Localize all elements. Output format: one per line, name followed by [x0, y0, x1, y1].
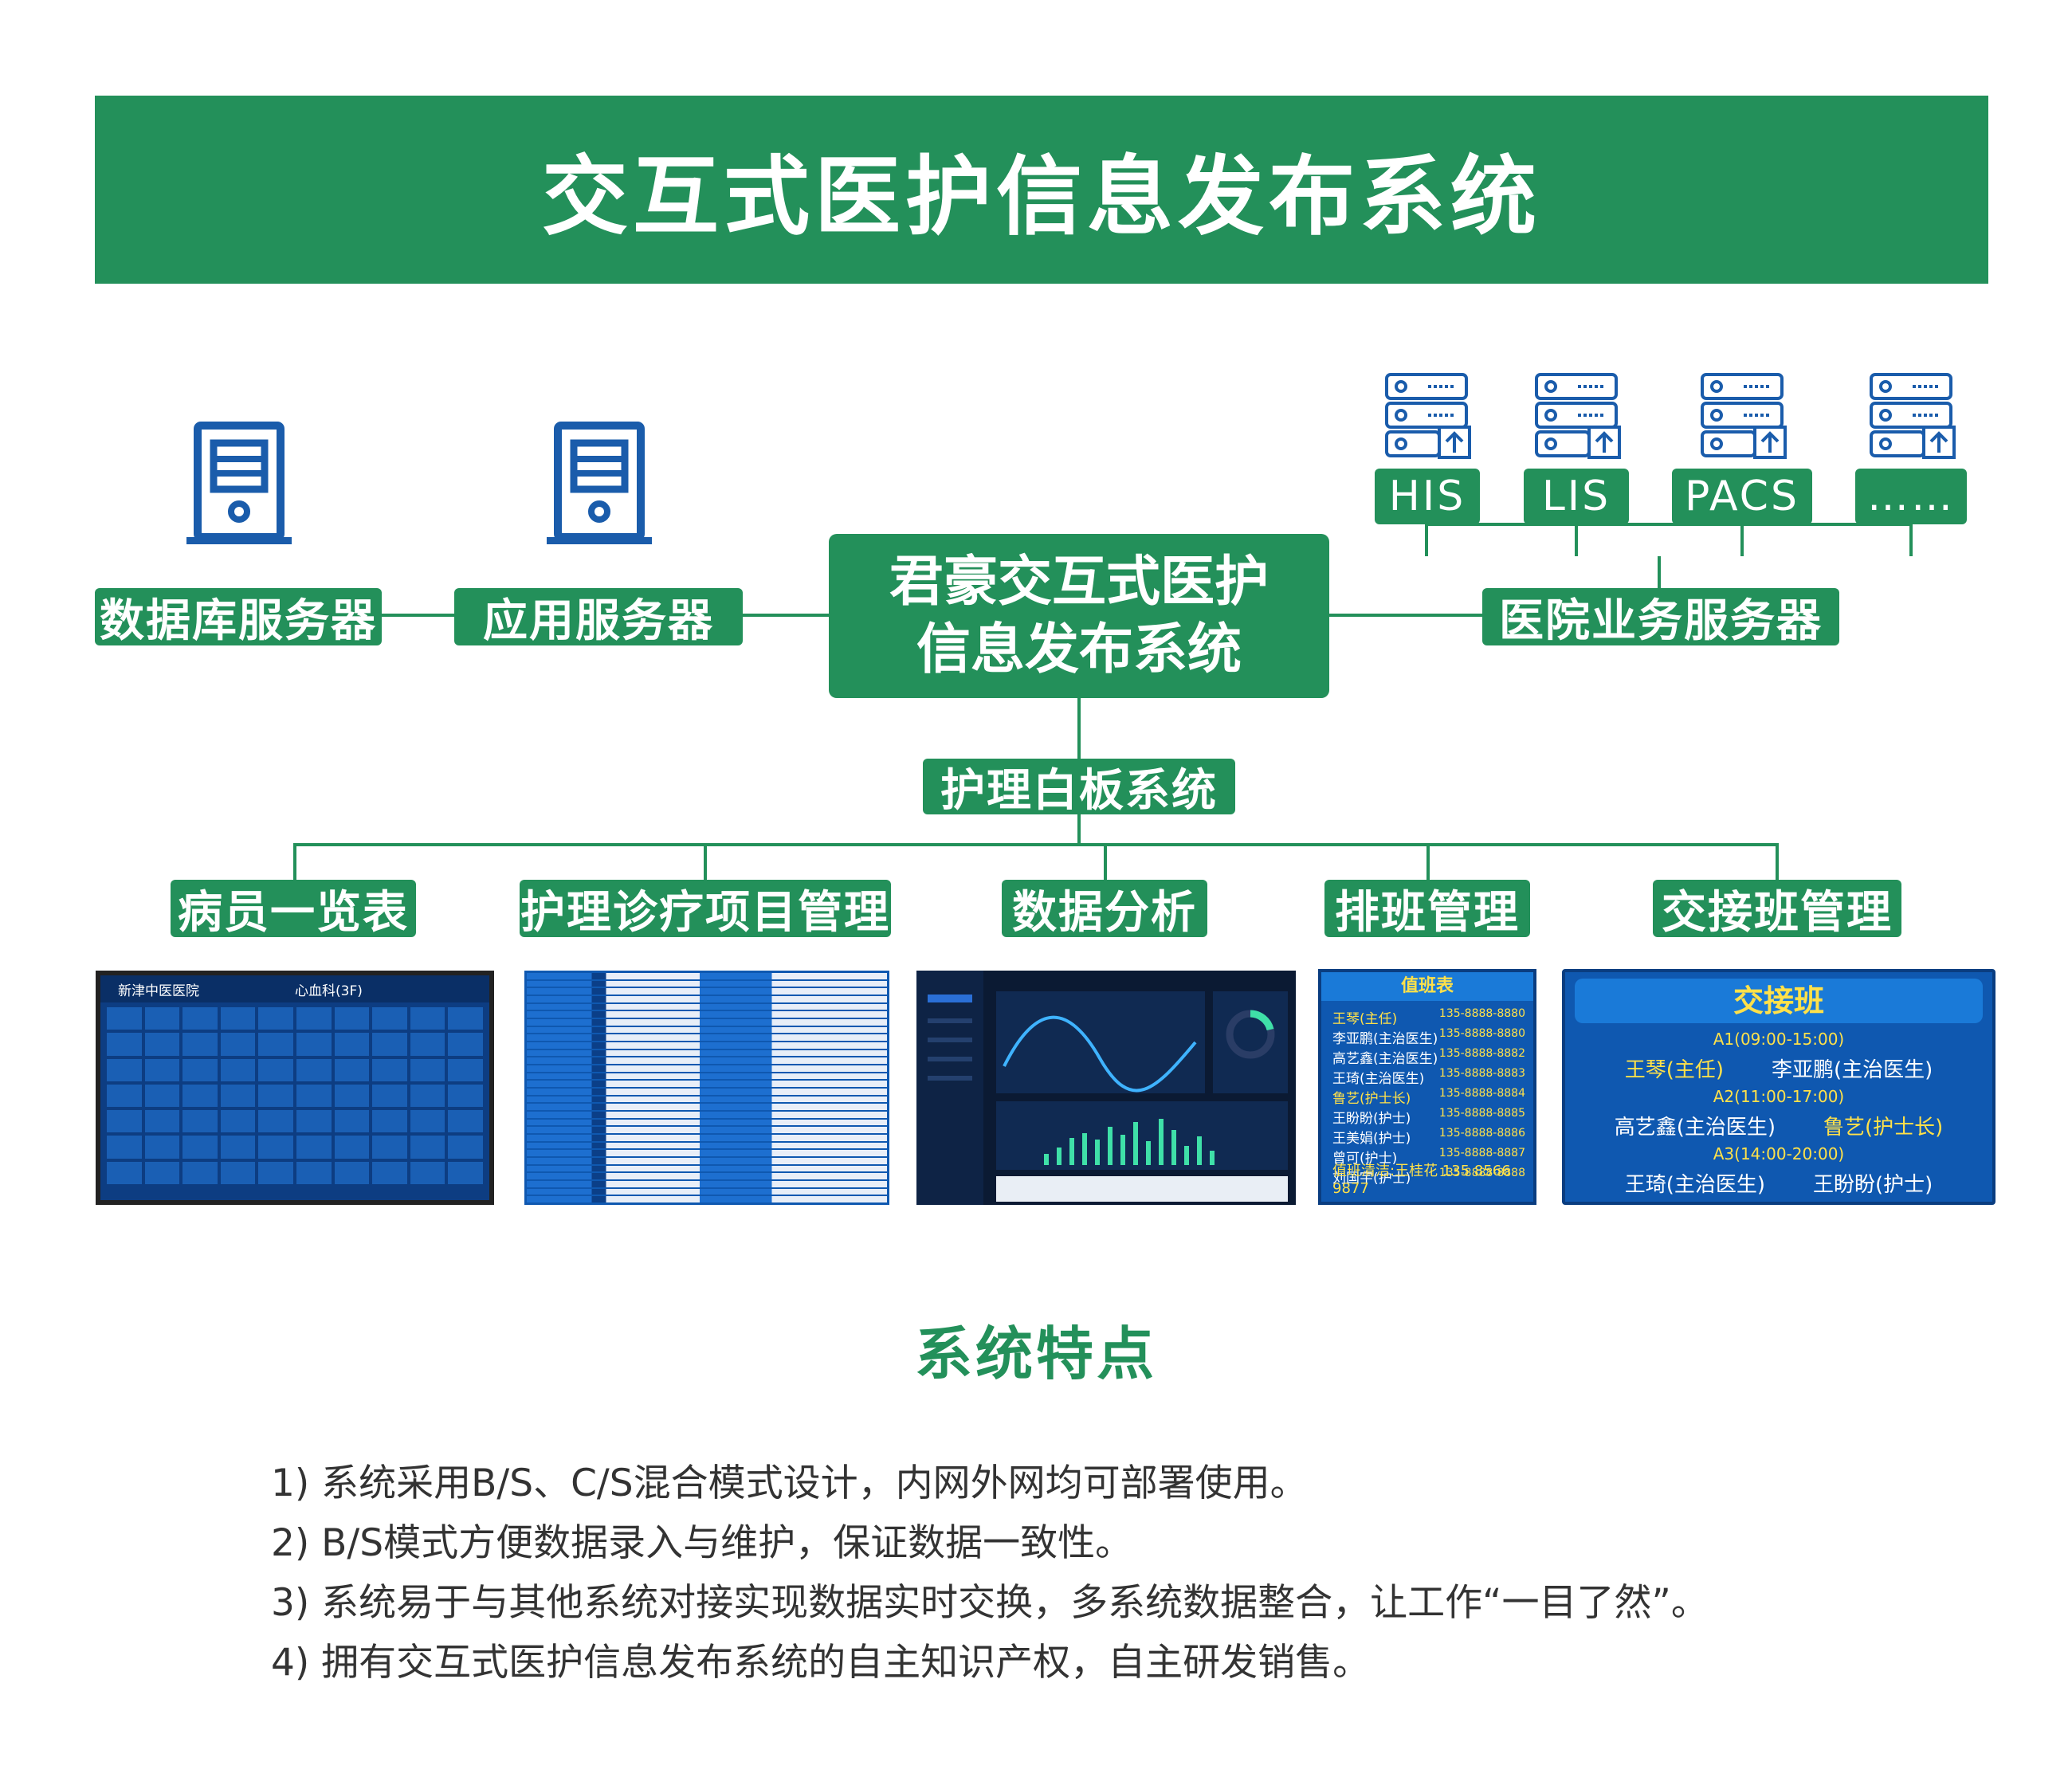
duty-name: 刘国宇(护士)	[1332, 1171, 1411, 1187]
duty-row: 李亚鹏(主治医生)135-8888-8880	[1332, 1027, 1525, 1047]
connector-module-4	[1426, 843, 1430, 880]
core-system-box: 君豪交互式医护 信息发布系统	[829, 534, 1329, 698]
connector-module-1	[293, 843, 296, 880]
feature-item-2: 2) B/S模式方便数据录入与维护，保证数据一致性。	[271, 1521, 1133, 1565]
connector-core-hospital	[1328, 614, 1482, 617]
duty-phone: 135-8888-8884	[1438, 1087, 1525, 1100]
duty-phone: 135-8888-8885	[1438, 1107, 1525, 1120]
ward-bed-grid	[107, 1007, 483, 1184]
duty-name: 高艺鑫(主治医生)	[1332, 1051, 1438, 1067]
connector-pacs	[1740, 523, 1744, 556]
connector-modules-bus	[293, 843, 1779, 846]
ward-department: 心血科(3F)	[295, 983, 363, 999]
duty-row: 王琦(主治医生) 135-8888-8883	[1332, 1067, 1525, 1087]
duty-row: 王琴(主任) 135-8888-8880	[1332, 1007, 1525, 1027]
database-server-label: 数据库服务器	[95, 588, 382, 647]
his-server-rack-icon	[1385, 373, 1471, 459]
hospital-business-server-label: 医院业务服务器	[1482, 588, 1839, 647]
patient-list-screenshot: 新津中医医院 心血科(3F)	[96, 971, 494, 1205]
handover-shift-a3: A3(14:00-20:00)	[1713, 1144, 1845, 1163]
other-server-rack-icon	[1870, 373, 1956, 459]
duty-name: 鲁艺(护士长)	[1332, 1091, 1411, 1107]
handover-title: 交接班	[1575, 979, 1983, 1023]
connector-core-board	[1077, 696, 1081, 760]
duty-phone: 135-8888-8888	[1438, 1167, 1525, 1179]
handover-a3-left: 王琦(主治医生)	[1624, 1173, 1765, 1197]
handover-a2-right: 鲁艺(护士长)	[1823, 1116, 1944, 1140]
ward-hospital-name: 新津中医医院	[118, 983, 199, 999]
lis-server-rack-icon	[1535, 373, 1621, 459]
title-banner: 交互式医护信息发布系统	[95, 96, 1988, 284]
duty-phone: 135-8888-8882	[1438, 1047, 1525, 1060]
module-nursing-items: 护理诊疗项目管理	[520, 880, 891, 939]
pacs-label: PACS	[1672, 469, 1812, 524]
connector-board-modules	[1077, 813, 1081, 845]
duty-name: 王琦(主治医生)	[1332, 1071, 1425, 1087]
data-analysis-screenshot	[916, 971, 1296, 1205]
module-scheduling: 排班管理	[1324, 880, 1530, 939]
duty-phone: 135-8888-8880	[1438, 1027, 1525, 1040]
handover-screenshot: 交接班 A1(09:00-15:00) 王琴(主任) 李亚鹏(主治医生) A2(…	[1562, 969, 1995, 1205]
duty-name: 王盼盼(护士)	[1332, 1111, 1411, 1127]
duty-name: 王琴(主任)	[1332, 1011, 1398, 1027]
duty-cleaner: 值班清洁:王桂花 135 8566 9877	[1332, 1163, 1511, 1197]
handover-shift-a2: A2(11:00-17:00)	[1713, 1087, 1845, 1106]
handover-a1-right: 李亚鹏(主治医生)	[1772, 1058, 1933, 1082]
duty-row: 高艺鑫(主治医生)135-8888-8882	[1332, 1047, 1525, 1067]
handover-row-a3: 王琦(主治医生) 王盼盼(护士)	[1565, 1168, 1992, 1198]
page-title: 交互式医护信息发布系统	[541, 147, 1541, 247]
handover-row-a1: 王琴(主任) 李亚鹏(主治医生)	[1565, 1053, 1992, 1083]
nursing-items-table	[524, 971, 889, 1205]
module-handover: 交接班管理	[1653, 880, 1901, 939]
duty-phone: 135-8888-8883	[1438, 1067, 1525, 1080]
duty-phone: 135-8888-8880	[1438, 1007, 1525, 1020]
more-systems-label: ……	[1855, 469, 1967, 524]
feature-item-1: 1) 系统采用B/S、C/S混合模式设计，内网外网均可部署使用。	[271, 1461, 1308, 1505]
connector-bus-hospital	[1658, 556, 1661, 588]
duty-name: 李亚鹏(主治医生)	[1332, 1031, 1438, 1047]
connector-his-bus	[1425, 523, 1913, 526]
connector-lis	[1575, 523, 1578, 556]
handover-shift-a1: A1(09:00-15:00)	[1713, 1030, 1845, 1049]
dashboard-graphic	[916, 971, 1296, 1205]
duty-phone: 135-8888-8886	[1438, 1127, 1525, 1140]
application-server-icon	[547, 422, 652, 544]
handover-a1-left: 王琴(主任)	[1624, 1058, 1724, 1082]
application-server-label: 应用服务器	[454, 588, 743, 647]
ward-board-header: 新津中医医院 心血科(3F)	[100, 975, 489, 1002]
connector-his	[1425, 523, 1428, 556]
features-title: 系统特点	[914, 1320, 1157, 1387]
duty-phone: 135-8888-8887	[1438, 1147, 1525, 1159]
database-server-icon	[186, 422, 292, 544]
core-system-line1: 君豪交互式医护	[889, 551, 1269, 614]
module-patient-list: 病员一览表	[171, 880, 416, 939]
feature-item-4: 4) 拥有交互式医护信息发布系统的自主知识产权，自主研发销售。	[271, 1641, 1371, 1685]
his-label: HIS	[1375, 469, 1480, 524]
connector-module-5	[1776, 843, 1779, 880]
duty-row: 王盼盼(护士) 135-8888-8885	[1332, 1107, 1525, 1127]
duty-name: 王美娟(护士)	[1332, 1131, 1411, 1147]
duty-name: 曾可(护士)	[1332, 1151, 1398, 1167]
duty-table-title: 值班表	[1321, 972, 1533, 1001]
connector-more	[1909, 523, 1913, 556]
connector-module-2	[704, 843, 707, 880]
connector-db-app	[381, 614, 454, 617]
handover-a3-right: 王盼盼(护士)	[1813, 1173, 1933, 1197]
handover-row-a2: 高艺鑫(主治医生) 鲁艺(护士长)	[1565, 1111, 1992, 1140]
connector-module-3	[1104, 843, 1107, 880]
pacs-server-rack-icon	[1701, 373, 1787, 459]
duty-row: 王美娟(护士) 135-8888-8886	[1332, 1127, 1525, 1147]
duty-row: 曾可(护士) 135-8888-8887	[1332, 1147, 1525, 1167]
handover-a2-left: 高艺鑫(主治医生)	[1614, 1116, 1776, 1140]
duty-row: 鲁艺(护士长) 135-8888-8884	[1332, 1087, 1525, 1107]
module-data-analysis: 数据分析	[1002, 880, 1207, 939]
connector-app-core	[741, 614, 829, 617]
nursing-board-label: 护理白板系统	[923, 759, 1235, 817]
nursing-items-screenshot	[524, 971, 889, 1205]
lis-label: LIS	[1524, 469, 1629, 524]
duty-row: 刘国宇(护士) 135-8888-8888	[1332, 1167, 1525, 1187]
core-system-line2: 信息发布系统	[916, 618, 1242, 681]
feature-item-3: 3) 系统易于与其他系统对接实现数据实时交换，多系统数据整合，让工作“一目了然”…	[271, 1581, 1709, 1625]
